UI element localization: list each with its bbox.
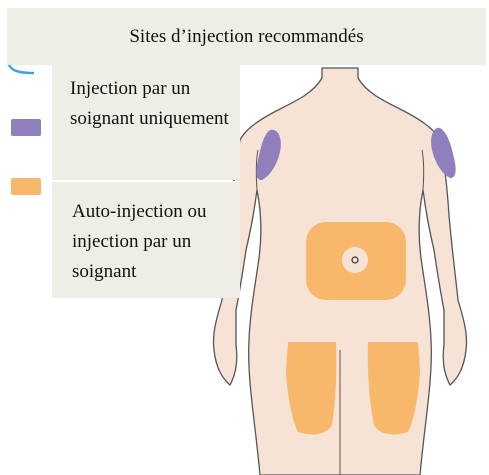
title-bar: Sites d’injection recommandés xyxy=(7,8,486,65)
legend-text-caregiver-only: Injection par un soignant uniquement xyxy=(70,78,229,129)
legend-text-self-or-caregiver: Auto-injection ou injection par un soign… xyxy=(72,201,207,282)
legend-label-self-or-caregiver: Auto-injection ou injection par un soign… xyxy=(52,181,240,298)
page-title: Sites d’injection recommandés xyxy=(129,26,363,48)
right-thigh-zone xyxy=(368,342,420,434)
navel-ring xyxy=(342,247,368,273)
legend-label-caregiver-only: Injection par un soignant uniquement xyxy=(52,60,240,180)
legend-swatch-orange xyxy=(11,178,41,195)
legend-swatch-purple xyxy=(11,119,41,136)
